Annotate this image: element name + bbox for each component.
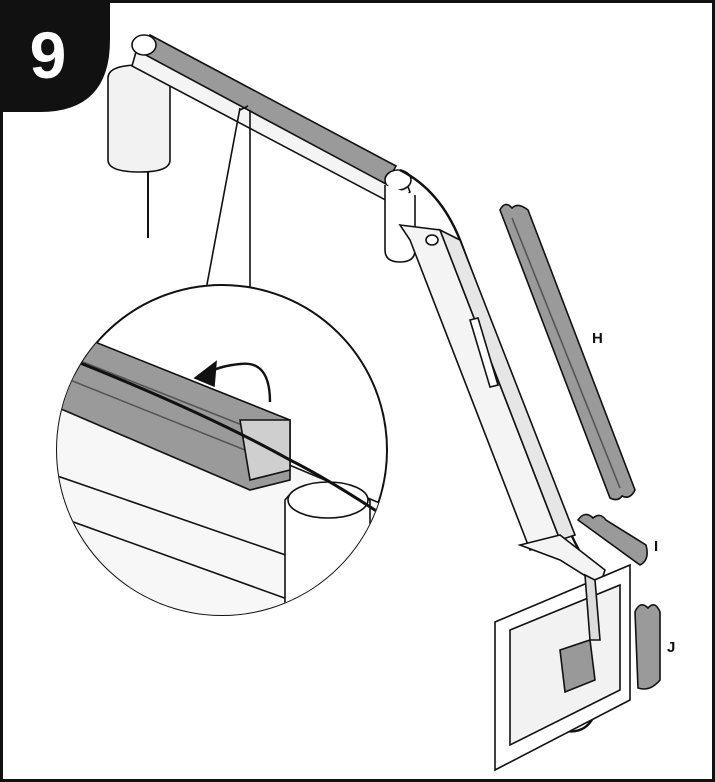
upper-arm — [131, 33, 416, 263]
step-badge: 9 — [0, 0, 110, 112]
label-i: I — [654, 538, 658, 555]
zoom-callout — [56, 284, 388, 616]
cover-i — [576, 513, 648, 566]
cover-j — [634, 604, 661, 690]
lower-arm — [398, 223, 606, 587]
desk-clamp — [107, 64, 171, 238]
monitor — [494, 563, 631, 772]
cover-h — [499, 203, 636, 501]
zoom-leader — [204, 107, 251, 296]
label-j: J — [667, 639, 675, 656]
label-h: H — [592, 330, 603, 347]
step-number: 9 — [30, 18, 67, 92]
